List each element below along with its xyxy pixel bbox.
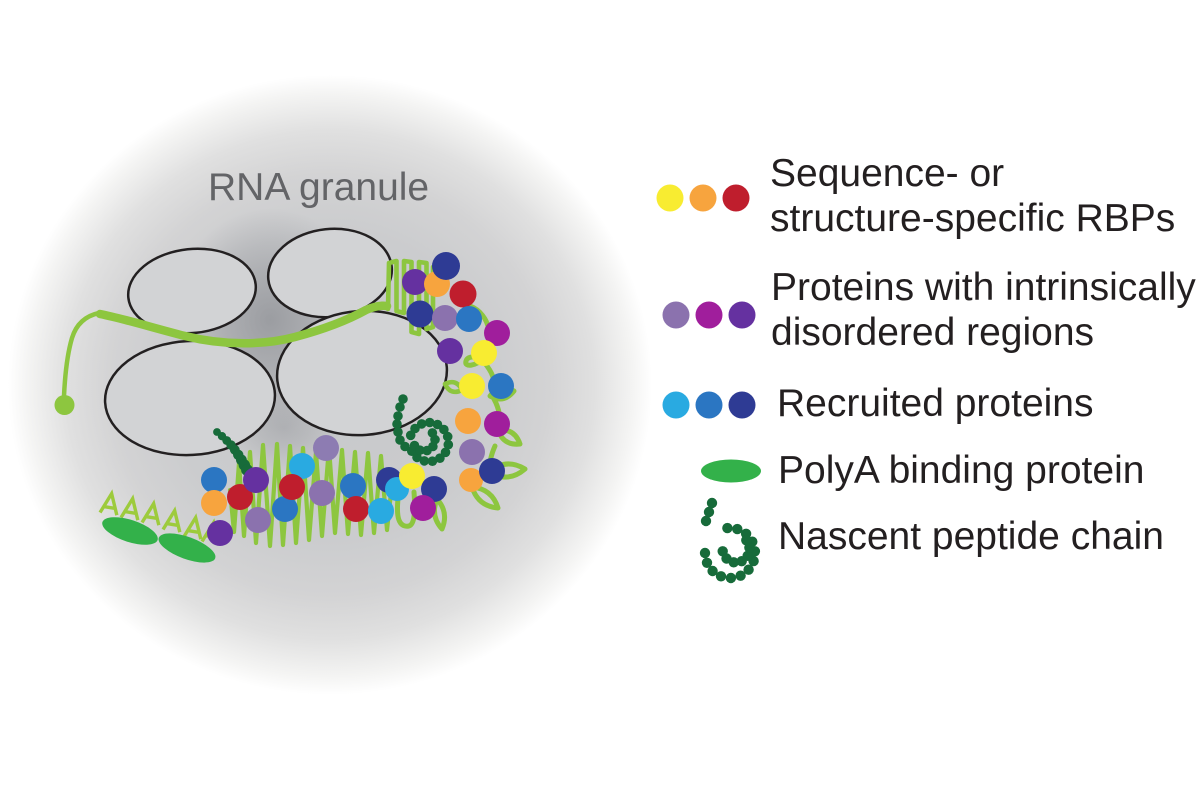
svg-text:Nascent peptide chain: Nascent peptide chain: [778, 515, 1164, 558]
svg-text:Sequence- or: Sequence- or: [770, 152, 1004, 195]
svg-text:structure-specific RBPs: structure-specific RBPs: [770, 197, 1175, 240]
svg-text:RNA granule: RNA granule: [208, 166, 429, 209]
svg-text:Recruited proteins: Recruited proteins: [777, 382, 1094, 425]
svg-text:Proteins with intrinsically: Proteins with intrinsically: [771, 266, 1196, 309]
svg-text:PolyA binding protein: PolyA binding protein: [778, 449, 1144, 492]
svg-text:disordered regions: disordered regions: [771, 311, 1094, 354]
